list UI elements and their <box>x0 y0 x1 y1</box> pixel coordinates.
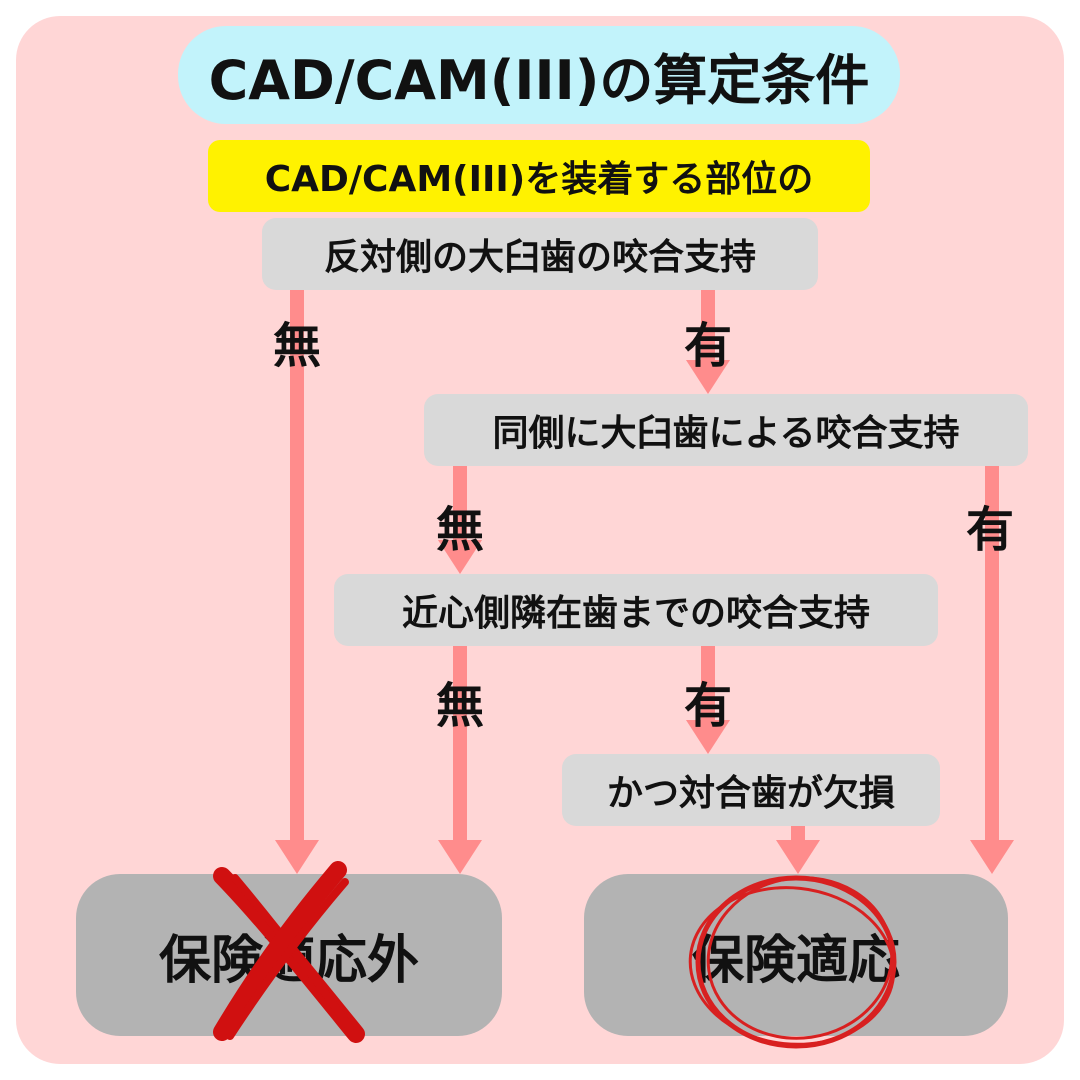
branch-label-no: 無 <box>435 678 484 734</box>
arrow-shaft-c4 <box>791 826 805 842</box>
branch-label-yes: 有 <box>683 318 732 374</box>
condition-opposing-tooth-missing: かつ対合歯が欠損 <box>562 754 940 826</box>
branch-label-yes: 有 <box>683 678 732 734</box>
arrow-head-c2-yes <box>970 840 1014 874</box>
branch-label-yes: 有 <box>965 502 1014 558</box>
arrow-shaft-c1-no <box>290 290 304 842</box>
arrow-head-c2-no <box>438 540 482 574</box>
branch-label-no: 無 <box>272 318 321 374</box>
arrow-shaft-c3-no <box>453 646 467 842</box>
arrow-shaft-c2-no <box>453 466 467 542</box>
condition-opposite-molar-support: 反対側の大臼歯の咬合支持 <box>262 218 818 290</box>
arrow-head-c3-yes <box>686 720 730 754</box>
arrow-head-c3-no <box>438 840 482 874</box>
arrow-head-c1-yes <box>686 360 730 394</box>
condition-same-side-molar-support: 同側に大臼歯による咬合支持 <box>424 394 1028 466</box>
result-covered: 保険適応 <box>584 874 1008 1036</box>
branch-label-no: 無 <box>435 502 484 558</box>
subtitle-banner: CAD/CAM(III)を装着する部位の <box>208 140 870 212</box>
condition-mesial-adjacent-support: 近心側隣在歯までの咬合支持 <box>334 574 938 646</box>
arrow-shaft-c1-yes <box>701 290 715 362</box>
arrow-head-c1-no <box>275 840 319 874</box>
arrow-shaft-c2-yes <box>985 466 999 842</box>
arrow-shaft-c3-yes <box>701 646 715 722</box>
arrow-head-c4 <box>776 840 820 874</box>
result-not-covered: 保険適応外 <box>76 874 502 1036</box>
diagram-title: CAD/CAM(III)の算定条件 <box>178 26 900 124</box>
